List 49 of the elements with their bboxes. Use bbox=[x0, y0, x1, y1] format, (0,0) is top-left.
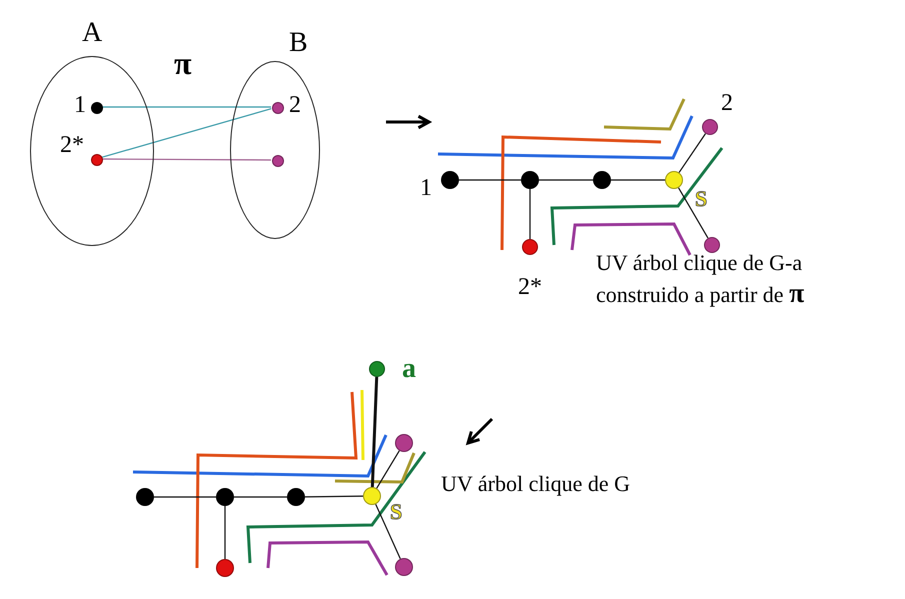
dot bbox=[441, 171, 459, 189]
vertex-label: S bbox=[390, 501, 402, 523]
dot bbox=[369, 361, 385, 377]
dot bbox=[702, 119, 718, 135]
vertex-label: S bbox=[695, 188, 708, 210]
dot bbox=[593, 171, 611, 189]
vertex-label: 2 bbox=[721, 91, 733, 115]
set-heading: B bbox=[289, 29, 308, 57]
tree-caption: UV árbol clique de G-a construido a partir de π bbox=[596, 250, 806, 310]
edge-line bbox=[234, 496, 287, 498]
edge-line bbox=[529, 189, 531, 239]
dot bbox=[272, 102, 284, 114]
dot bbox=[216, 488, 234, 506]
dot bbox=[522, 239, 538, 255]
dot bbox=[704, 237, 720, 253]
dot bbox=[521, 171, 539, 189]
dot bbox=[91, 154, 103, 166]
dot bbox=[395, 558, 413, 576]
dot bbox=[287, 488, 305, 506]
edge-line bbox=[102, 158, 271, 161]
vertex-label: 1 bbox=[420, 176, 432, 200]
edge-line bbox=[102, 106, 271, 108]
set-heading: A bbox=[82, 19, 102, 47]
edge-line bbox=[678, 133, 706, 173]
edge-line bbox=[375, 504, 401, 560]
edge-line bbox=[102, 108, 272, 158]
vertex-label: a bbox=[402, 355, 416, 383]
dot bbox=[665, 171, 683, 189]
dot bbox=[136, 488, 154, 506]
dot bbox=[395, 434, 413, 452]
pi-symbol: π bbox=[174, 44, 192, 82]
edge-line bbox=[611, 179, 665, 181]
edge-line bbox=[376, 450, 400, 489]
tree-caption: UV árbol clique de G bbox=[441, 471, 630, 498]
vertex-label: 2 bbox=[289, 93, 301, 117]
vertex-label: 1 bbox=[74, 93, 86, 117]
vertex-label: 2* bbox=[60, 133, 84, 157]
dot bbox=[91, 102, 103, 114]
dot bbox=[272, 155, 284, 167]
edge-line bbox=[678, 187, 708, 238]
dot bbox=[363, 487, 381, 505]
edge-line bbox=[154, 496, 216, 498]
edge-line bbox=[459, 179, 521, 181]
edge-line bbox=[305, 496, 363, 498]
edge-line bbox=[224, 506, 226, 559]
vertex-label: 2* bbox=[518, 275, 542, 299]
edge-line bbox=[370, 376, 378, 488]
dot bbox=[216, 559, 234, 577]
edge-line bbox=[539, 179, 593, 181]
